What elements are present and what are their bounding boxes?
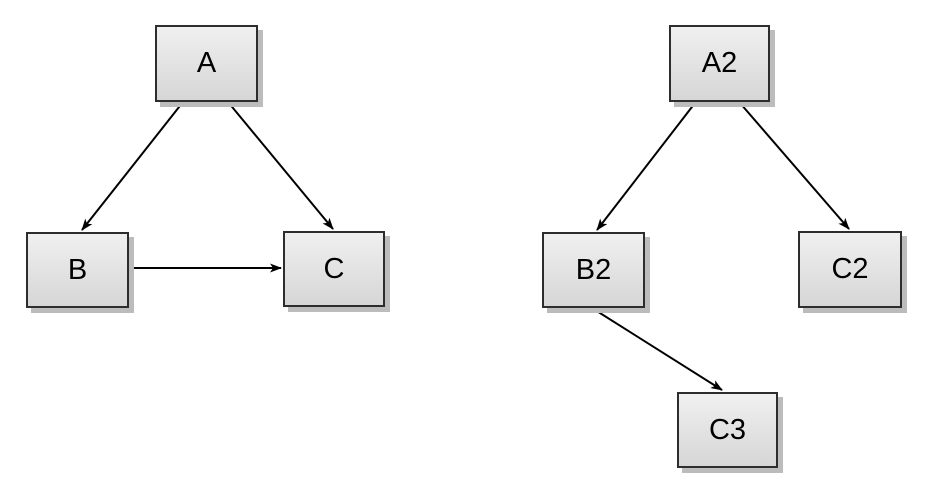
node-label: B2 (575, 253, 612, 286)
edge-b2-c3 (591, 307, 723, 391)
edge-a2-b2 (596, 102, 696, 231)
node-label: A (196, 47, 217, 79)
edge-a-b (81, 101, 184, 231)
node-label: B (67, 253, 88, 286)
edge-a2-c2 (739, 102, 850, 230)
node-label: A2 (701, 47, 738, 79)
node-b2: B2 (542, 232, 645, 308)
node-label: C3 (708, 413, 747, 446)
node-label: C (323, 252, 345, 285)
node-c3: C3 (677, 392, 778, 468)
node-c: C (283, 231, 385, 307)
edge-a-c (227, 101, 334, 230)
node-label: C2 (831, 253, 869, 285)
node-a2: A2 (669, 25, 770, 102)
node-c2: C2 (798, 231, 902, 308)
node-a: A (155, 25, 258, 102)
node-b: B (26, 232, 129, 308)
